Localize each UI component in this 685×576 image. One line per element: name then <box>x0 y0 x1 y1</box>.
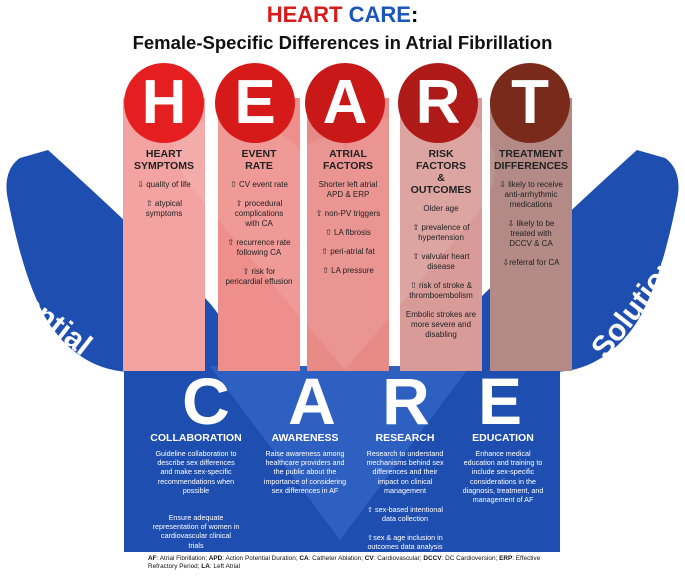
col-item: ⇩referral for CA <box>502 258 560 267</box>
title-colon: : <box>410 2 419 27</box>
abbr: CV <box>364 555 374 562</box>
heart-letter-e: E <box>215 63 295 143</box>
col-bg-r <box>400 98 482 371</box>
col-item: ⇩ likely to receive anti-arrhythmic medi… <box>499 180 563 209</box>
abbr: ERP <box>499 555 513 562</box>
col-item: Embolic strokes are more severe and disa… <box>405 310 477 339</box>
care-header: COLLABORATION <box>150 432 242 444</box>
care-letter-a: A <box>288 364 336 438</box>
abbr: AF <box>148 555 157 562</box>
page-title: HEART CARE: <box>0 2 685 28</box>
col-item: ⇧ procedural complications with CA <box>234 199 284 228</box>
col-item: ⇧ risk for pericardial effusion <box>225 267 293 286</box>
heart-letter-h: H <box>124 63 204 143</box>
abbr-full: Action Potential Duration <box>225 555 296 562</box>
col-item: ⇧ LA pressure <box>322 266 374 275</box>
abbr-full: Cardiovascular <box>377 555 420 562</box>
col-bg-t <box>490 98 572 371</box>
col-header: EVENT RATE <box>241 148 277 172</box>
heart-overlay <box>210 366 470 540</box>
abbreviations-footer: AF: Atrial Fibrillation; APD: Action Pot… <box>148 555 541 571</box>
care-letter-c: C <box>182 364 230 438</box>
abbr-full: DC Cardioversion <box>445 555 496 562</box>
col-item: ⇧ atypical symptoms <box>145 199 183 218</box>
care-text: Enhance medical education and training t… <box>462 449 544 505</box>
col-item: ⇩ quality of life <box>137 180 191 189</box>
title-heart: HEART <box>266 2 343 27</box>
heart-letter-t: T <box>490 63 570 143</box>
care-col-awareness: AWARENESS Raise awareness among healthca… <box>249 432 361 495</box>
col-item: ⇧ LA fibrosis <box>325 228 371 237</box>
col-header: HEART SYMPTOMS <box>134 148 194 172</box>
col-bg-e <box>218 98 300 371</box>
page-subtitle: Female-Specific Differences in Atrial Fi… <box>132 32 553 53</box>
care-text: Guideline collaboration to describe sex … <box>155 449 237 495</box>
care-col-collaboration: COLLABORATION Guideline collaboration to… <box>140 432 252 495</box>
abbr-full: Catheter Ablation <box>312 555 362 562</box>
care-letter-e: E <box>477 364 523 438</box>
col-item: ⇧ peri-atrial fat <box>321 247 375 256</box>
col-item: ⇩ likely to be treated with DCCV & CA <box>507 219 555 248</box>
heart-col-atrial-factors: ATRIAL FACTORS Shorter left atrial APD &… <box>306 148 390 285</box>
heart-letter-a: A <box>305 63 385 143</box>
col-item: Shorter left atrial APD & ERP <box>318 180 378 199</box>
abbr-full: Left Atrial <box>213 563 241 571</box>
care-header: AWARENESS <box>271 432 339 444</box>
col-item: Older age <box>423 204 459 213</box>
heart-col-treatment: TREATMENT DIFFERENCES ⇩ likely to receiv… <box>489 148 573 277</box>
abbr-full: Effective Refractory Period <box>148 555 541 571</box>
abbr: CA <box>299 555 309 562</box>
col-item: ⇧ non-PV triggers <box>315 209 381 218</box>
col-bg-h <box>123 98 205 371</box>
heart-col-risk-factors: RISK FACTORS & OUTCOMES Older age ⇧ prev… <box>399 148 483 349</box>
abbr: LA <box>201 563 210 571</box>
abbr: DCCV <box>423 555 442 562</box>
care-header: EDUCATION <box>472 432 534 444</box>
col-item: ⇧ prevalence of hypertension <box>412 223 470 242</box>
care-text: Research to understand mechanisms behind… <box>366 449 444 495</box>
col-item: ⇧ recurrence rate following CA <box>227 238 291 257</box>
heart-col-symptoms: HEART SYMPTOMS ⇩ quality of life ⇧ atypi… <box>122 148 206 228</box>
care-col-education: EDUCATION Enhance medical education and … <box>447 432 559 504</box>
abbr-full: Atrial Fibrillation <box>159 555 206 562</box>
heart-outline-top <box>174 111 496 371</box>
col-header: ATRIAL FACTORS <box>323 148 373 172</box>
col-header: TREATMENT DIFFERENCES <box>493 148 569 172</box>
care-extra-research-1: ⇧ sex-based intentional data collection <box>367 505 443 524</box>
heart-letter-r: R <box>398 63 478 143</box>
care-header: RESEARCH <box>375 432 435 444</box>
care-letter-r: R <box>382 364 430 438</box>
col-header: RISK FACTORS & OUTCOMES <box>410 148 472 196</box>
col-item: ⇧ CV event rate <box>230 180 288 189</box>
abbr: APD <box>208 555 223 562</box>
heart-col-event-rate: EVENT RATE ⇧ CV event rate ⇧ procedural … <box>217 148 301 296</box>
care-text: Raise awareness among healthcare provide… <box>263 449 347 495</box>
care-extra-collaboration: Ensure adequate representation of women … <box>152 513 240 550</box>
col-bg-a <box>307 98 389 371</box>
care-col-research: RESEARCH Research to understand mechanis… <box>349 432 461 495</box>
title-care: CARE <box>348 2 411 27</box>
col-item: ⇧ risk of stroke & thromboembolism <box>409 281 473 300</box>
care-extra-research-2: ⇧sex & age inclusion in outcomes data an… <box>367 533 443 552</box>
col-item: ⇧ valvular heart disease <box>412 252 470 271</box>
